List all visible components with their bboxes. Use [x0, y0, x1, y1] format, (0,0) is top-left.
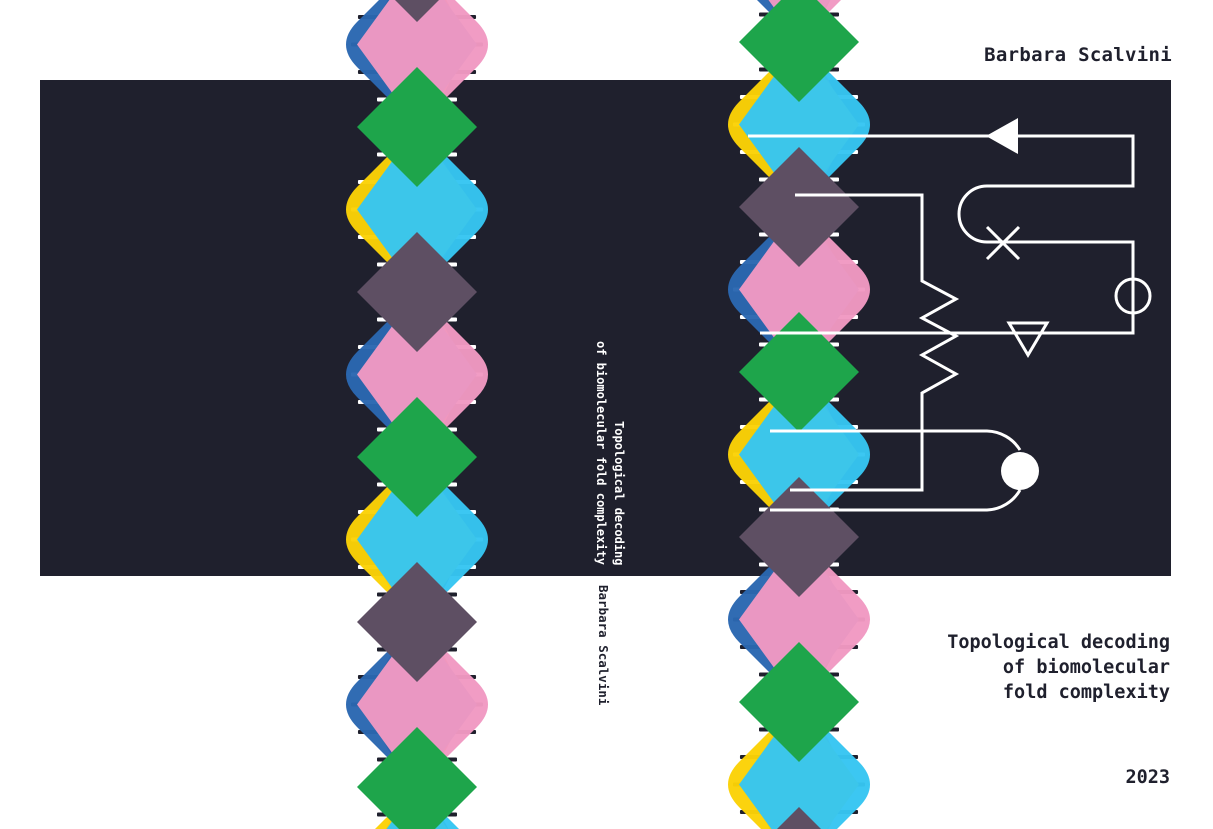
cover-title: Topological decoding of biomolecular fol… — [947, 632, 1170, 703]
spine-author: Barbara Scalvini — [596, 585, 611, 706]
spine-title: Topological decoding of biomolecular fol… — [594, 341, 626, 565]
dna-helix-left-icon — [342, 0, 502, 829]
cover-author: Barbara Scalvini — [984, 44, 1172, 66]
cover-year: 2023 — [1125, 767, 1170, 788]
dna-helix-right-icon — [724, 0, 884, 829]
